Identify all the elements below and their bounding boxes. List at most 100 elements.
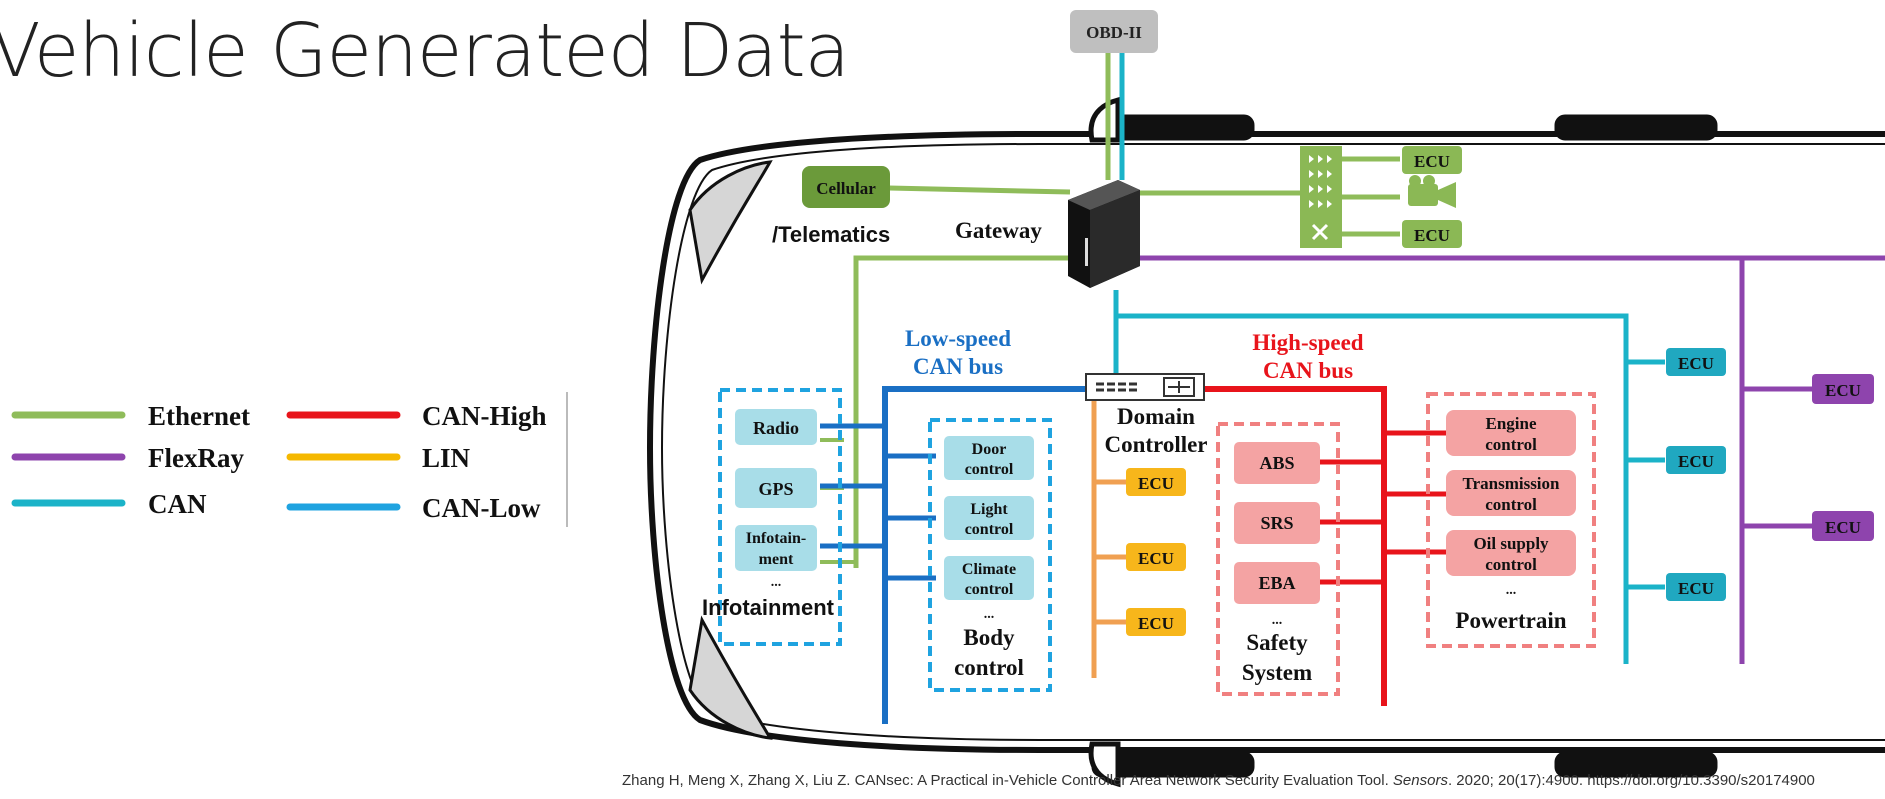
camera-icon: [1408, 175, 1456, 208]
radio-label: Radio: [753, 418, 799, 438]
ethernet-switch-icon: [1300, 146, 1342, 248]
legend-label-can-low: CAN-Low: [422, 493, 541, 523]
lin-ecu-3: [1126, 608, 1186, 636]
eba-node: [1234, 562, 1320, 604]
can-ecu-2: [1666, 446, 1726, 474]
engine-control-node: [1446, 410, 1576, 456]
can-ecu-2-label: ECU: [1678, 452, 1714, 471]
safety-ellipsis: ...: [1272, 613, 1283, 628]
car-outline: [646, 96, 1885, 788]
obd-port: [1070, 10, 1158, 53]
gps-node: [735, 468, 817, 508]
low-speed-can-bus: [882, 386, 1088, 724]
high-speed-can-stubs: [1318, 430, 1446, 585]
citation: Zhang H, Meng X, Zhang X, Liu Z. CANsec:…: [622, 772, 1815, 789]
mirror-right: [1088, 741, 1121, 788]
cellular-module: [802, 166, 890, 208]
light-control-label-1: Light: [970, 501, 1008, 518]
can-ecu-1: [1666, 348, 1726, 376]
ethernet-ecu-2-label: ECU: [1414, 226, 1450, 245]
telematics-label: /Telematics: [772, 222, 890, 247]
flexray-ecu-1-label: ECU: [1825, 381, 1861, 400]
infotainment-node-label-1: Infotain-: [746, 530, 806, 547]
infotainment-ellipsis: ...: [771, 575, 782, 590]
high-speed-label-2: CAN bus: [1263, 358, 1353, 383]
transmission-control-node: [1446, 470, 1576, 516]
flexray-ecu-1: [1812, 374, 1874, 404]
headlight-left: [688, 160, 773, 285]
flexray-ecu-2: [1812, 511, 1874, 541]
lin-ecu-3-label: ECU: [1138, 614, 1174, 633]
car-body: [646, 131, 1885, 753]
lin-ecu-2: [1126, 543, 1186, 571]
ethernet-infotainment-wire: [853, 255, 1070, 568]
door-control-node: [944, 436, 1034, 480]
can-ecu-3-label: ECU: [1678, 579, 1714, 598]
door-control-label-1: Door: [972, 441, 1007, 458]
srs-node: [1234, 502, 1320, 544]
legend-label-ethernet: Ethernet: [148, 401, 250, 431]
oil-supply-control-label-2: control: [1485, 555, 1537, 574]
low-speed-label-2: CAN bus: [913, 354, 1003, 379]
citation-journal: Sensors: [1392, 772, 1448, 789]
can-ecu-1-label: ECU: [1678, 354, 1714, 373]
infotainment-group: [718, 388, 842, 646]
flexray-ecu-2-label: ECU: [1825, 518, 1861, 537]
lin-ecu-2-label: ECU: [1138, 549, 1174, 568]
legend-label-can-high: CAN-High: [422, 401, 547, 431]
oil-supply-control-label-1: Oil supply: [1473, 534, 1549, 553]
headlight-right: [688, 615, 773, 740]
powertrain-group: [1426, 392, 1596, 648]
cellular-ethernet-wire: [887, 185, 1071, 195]
body-control-group: [928, 418, 1052, 692]
legend-label-lin: LIN: [422, 443, 471, 473]
safety-group-label-2: System: [1242, 660, 1312, 685]
gps-label: GPS: [758, 479, 793, 499]
transmission-control-label-1: Transmission: [1463, 474, 1561, 493]
powertrain-group-label: Powertrain: [1455, 608, 1566, 633]
abs-label: ABS: [1259, 453, 1294, 473]
slide-title: Vehicle Generated Data: [0, 8, 850, 94]
legend: Ethernet CAN-High FlexRay LIN CAN CAN-Lo…: [11, 392, 568, 527]
legend-label-flexray: FlexRay: [148, 443, 244, 473]
domain-controller-icon: [1085, 373, 1205, 401]
climate-control-label-2: control: [965, 581, 1014, 598]
light-control-node: [944, 496, 1034, 540]
engine-control-label-2: control: [1485, 435, 1537, 454]
gateway-server-icon: [1068, 180, 1140, 288]
light-control-label-2: control: [965, 521, 1014, 538]
ethernet-ecu-1-label: ECU: [1414, 152, 1450, 171]
infotainment-group-label: Infotainment: [702, 595, 835, 620]
climate-control-label-1: Climate: [962, 561, 1016, 578]
lin-ecu-1: [1126, 468, 1186, 496]
citation-text: Zhang H, Meng X, Zhang X, Liu Z. CANsec:…: [622, 772, 1393, 789]
oil-supply-control-node: [1446, 530, 1576, 576]
ethernet-ecu-1: [1402, 146, 1462, 174]
powertrain-ellipsis: ...: [1506, 583, 1517, 598]
high-speed-can-bus: [1202, 386, 1387, 706]
body-ellipsis: ...: [984, 607, 995, 622]
engine-control-label-1: Engine: [1485, 414, 1536, 433]
srs-label: SRS: [1260, 513, 1293, 533]
lin-bus-stubs: [1094, 479, 1128, 625]
mirror-left: [1088, 96, 1121, 143]
gateway-label: Gateway: [955, 218, 1042, 243]
infotainment-node-label-2: ment: [759, 551, 794, 568]
transmission-control-label-2: control: [1485, 495, 1537, 514]
safety-group-label-1: Safety: [1246, 630, 1308, 655]
low-speed-label-1: Low-speed: [905, 326, 1011, 351]
cellular-label: Cellular: [816, 179, 876, 198]
door-control-label-2: control: [965, 461, 1014, 478]
infotainment-node: [735, 525, 817, 571]
body-group-label-2: control: [954, 655, 1024, 680]
abs-node: [1234, 442, 1320, 484]
domain-label-1: Domain: [1117, 404, 1195, 429]
radio-node: [735, 409, 817, 445]
domain-label-2: Controller: [1104, 432, 1207, 457]
ethernet-ecu-2: [1402, 220, 1462, 248]
high-speed-label-1: High-speed: [1252, 330, 1363, 355]
body-group-label-1: Body: [963, 625, 1015, 650]
climate-control-node: [944, 556, 1034, 600]
lin-ecu-1-label: ECU: [1138, 474, 1174, 493]
